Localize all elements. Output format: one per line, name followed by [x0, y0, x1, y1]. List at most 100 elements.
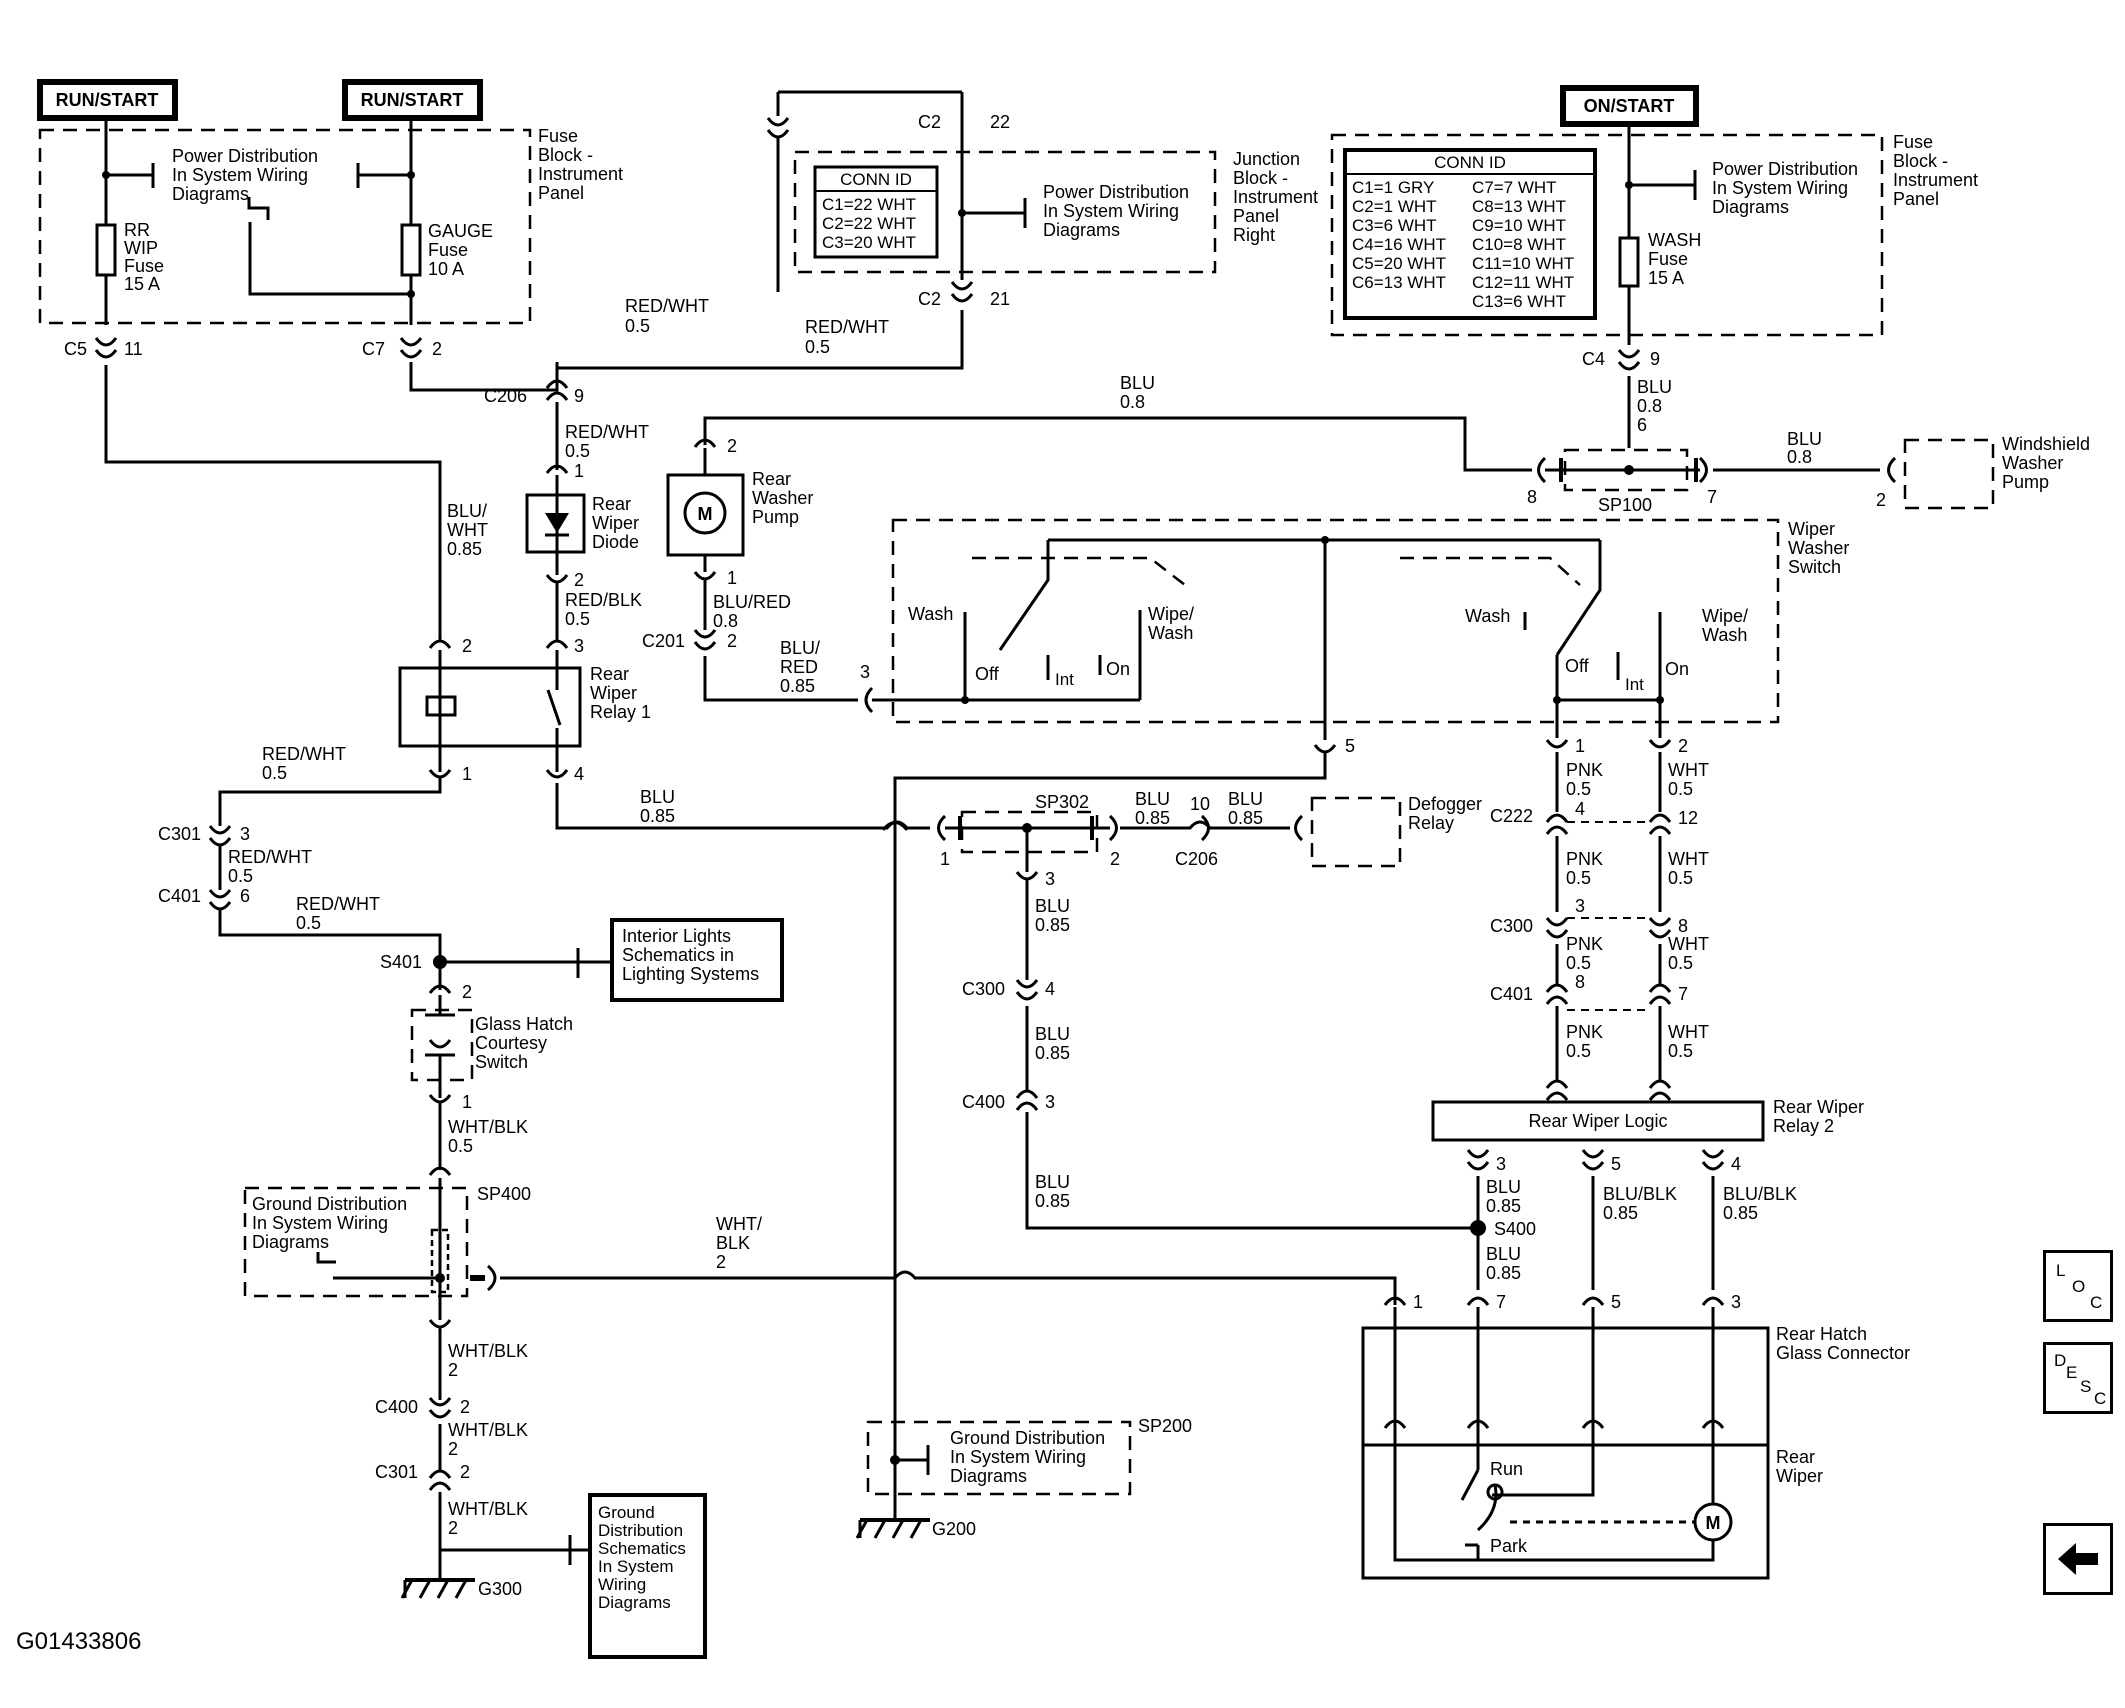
svg-text:8: 8 [1527, 487, 1537, 507]
svg-text:C5: C5 [64, 339, 87, 359]
svg-text:Glass Hatch: Glass Hatch [475, 1014, 573, 1034]
svg-text:Panel: Panel [1893, 189, 1939, 209]
rear-wiper-diode: C206 9 RED/WHT 0.5 1 Rear Wiper Diode 2 … [484, 368, 649, 656]
svg-text:C2=22 WHT: C2=22 WHT [822, 214, 916, 233]
svg-text:0.5: 0.5 [448, 1136, 473, 1156]
svg-text:Pump: Pump [2002, 472, 2049, 492]
svg-text:C400: C400 [962, 1092, 1005, 1112]
svg-text:3: 3 [1731, 1292, 1741, 1312]
run-start-box-left: RUN/START [37, 79, 178, 121]
svg-text:Diagrams: Diagrams [252, 1232, 329, 1252]
svg-text:Power Distribution: Power Distribution [1043, 182, 1189, 202]
svg-text:Instrument: Instrument [1233, 187, 1318, 207]
svg-text:In System Wiring: In System Wiring [1043, 201, 1179, 221]
svg-text:3: 3 [574, 636, 584, 656]
svg-text:2: 2 [716, 1252, 726, 1272]
svg-text:ON/START: ON/START [1584, 96, 1675, 116]
svg-text:SP200: SP200 [1138, 1416, 1192, 1436]
svg-text:GAUGE: GAUGE [428, 221, 493, 241]
svg-text:C9=10 WHT: C9=10 WHT [1472, 216, 1566, 235]
loc-button[interactable]: L O C [2043, 1250, 2113, 1322]
svg-text:WIP: WIP [124, 238, 158, 258]
svg-text:C13=6 WHT: C13=6 WHT [1472, 292, 1566, 311]
svg-text:0.85: 0.85 [1486, 1196, 1521, 1216]
svg-text:Park: Park [1490, 1536, 1528, 1556]
svg-text:Wiper: Wiper [592, 513, 639, 533]
svg-text:BLU: BLU [1228, 789, 1263, 809]
svg-text:7: 7 [1678, 984, 1688, 1004]
svg-text:Instrument: Instrument [1893, 170, 1978, 190]
svg-text:Wash: Wash [1702, 625, 1747, 645]
svg-text:0.85: 0.85 [1723, 1203, 1758, 1223]
connector-c4: C4 9 BLU 0.8 6 [1582, 349, 1672, 448]
svg-text:Windshield: Windshield [2002, 434, 2090, 454]
svg-text:1: 1 [1575, 736, 1585, 756]
svg-text:In System: In System [598, 1557, 674, 1576]
loc-letter: C [2090, 1293, 2103, 1312]
svg-text:Power Distribution: Power Distribution [1712, 159, 1858, 179]
svg-text:Rear: Rear [1776, 1447, 1815, 1467]
svg-text:Switch: Switch [1788, 557, 1841, 577]
svg-text:RUN/START: RUN/START [56, 90, 159, 110]
svg-text:Diagrams: Diagrams [598, 1593, 671, 1612]
svg-text:8: 8 [1678, 916, 1688, 936]
svg-text:Pump: Pump [752, 507, 799, 527]
svg-text:C4: C4 [1582, 349, 1605, 369]
splice-s401: S401 Interior Lights Schematics in Light… [380, 918, 784, 1002]
svg-text:C5=20 WHT: C5=20 WHT [1352, 254, 1446, 273]
svg-text:C300: C300 [962, 979, 1005, 999]
back-button[interactable] [2043, 1523, 2113, 1595]
svg-text:BLU/RED: BLU/RED [713, 592, 791, 612]
svg-text:0.8: 0.8 [1637, 396, 1662, 416]
svg-text:C401: C401 [158, 886, 201, 906]
svg-text:RED/WHT: RED/WHT [228, 847, 312, 867]
motor-icon: M [698, 504, 713, 524]
svg-text:C2: C2 [918, 112, 941, 132]
svg-text:RED/WHT: RED/WHT [296, 894, 380, 914]
svg-text:Block -: Block - [1893, 151, 1948, 171]
splice-sp400: Ground Distribution In System Wiring Dia… [243, 1178, 1397, 1320]
svg-text:Diagrams: Diagrams [1712, 197, 1789, 217]
svg-text:0.85: 0.85 [1486, 1263, 1521, 1283]
svg-text:4: 4 [574, 764, 584, 784]
svg-text:Ground Distribution: Ground Distribution [950, 1428, 1105, 1448]
diagram-id: G01433806 [16, 1628, 142, 1655]
svg-text:Diagrams: Diagrams [950, 1466, 1027, 1486]
svg-text:Washer: Washer [752, 488, 813, 508]
svg-text:BLU/BLK: BLU/BLK [1603, 1184, 1677, 1204]
svg-text:2: 2 [460, 1397, 470, 1417]
svg-text:Relay: Relay [1408, 813, 1454, 833]
svg-text:Off: Off [975, 664, 1000, 684]
svg-text:Panel: Panel [1233, 206, 1279, 226]
svg-text:C8=13 WHT: C8=13 WHT [1472, 197, 1566, 216]
svg-text:0.5: 0.5 [1566, 868, 1591, 888]
desc-button[interactable]: D E S C [2043, 1342, 2113, 1414]
svg-text:On: On [1106, 659, 1130, 679]
svg-text:2: 2 [448, 1360, 458, 1380]
svg-text:0.85: 0.85 [1135, 808, 1170, 828]
svg-text:Int: Int [1055, 670, 1074, 689]
svg-text:0.5: 0.5 [228, 866, 253, 886]
svg-text:2: 2 [462, 636, 472, 656]
svg-text:Diagrams: Diagrams [1043, 220, 1120, 240]
svg-text:10: 10 [1190, 794, 1210, 814]
svg-text:1: 1 [462, 764, 472, 784]
svg-text:2: 2 [727, 631, 737, 651]
svg-text:Wiper: Wiper [1788, 519, 1835, 539]
svg-text:In System Wiring: In System Wiring [1712, 178, 1848, 198]
svg-text:C201: C201 [642, 631, 685, 651]
svg-text:BLU: BLU [1637, 377, 1672, 397]
svg-text:Relay 1: Relay 1 [590, 702, 651, 722]
svg-text:4: 4 [1045, 979, 1055, 999]
wire-blu-sp302-s400: BLU 0.85 C300 4 BLU 0.85 C400 3 BLU 0.85 [962, 880, 1478, 1230]
svg-text:Defogger: Defogger [1408, 794, 1482, 814]
svg-text:C2=1 WHT: C2=1 WHT [1352, 197, 1437, 216]
svg-text:CONN ID: CONN ID [840, 170, 912, 189]
svg-text:BLU: BLU [1035, 896, 1070, 916]
svg-text:2: 2 [448, 1518, 458, 1538]
svg-text:C301: C301 [375, 1462, 418, 1482]
rear-wiper-relay-1: Rear Wiper Relay 1 1 4 [398, 650, 651, 784]
svg-text:Power Distribution: Power Distribution [172, 146, 318, 166]
svg-text:0.5: 0.5 [565, 609, 590, 629]
